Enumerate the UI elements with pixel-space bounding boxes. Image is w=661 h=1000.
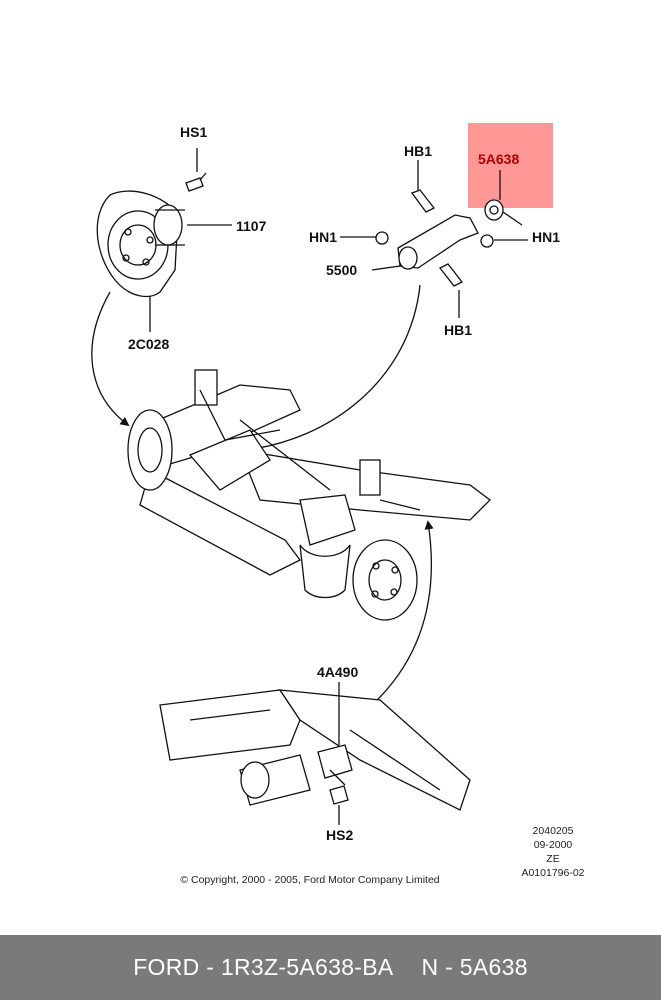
exploded-parts-diagram: HS1 1107 2C028 HB1 HN1 HN1 5500 HB1 5A63… [91, 123, 560, 843]
label-hb1-top: HB1 [404, 143, 432, 159]
label-hs2: HS2 [326, 827, 353, 843]
label-5500: 5500 [326, 262, 357, 278]
label-hn1-left: HN1 [309, 229, 337, 245]
arrow-bracket-to-axle [371, 520, 434, 706]
highlight-box-5a638 [468, 123, 553, 208]
label-4a490: 4A490 [317, 664, 358, 680]
label-5a638: 5A638 [478, 151, 519, 167]
label-hb1-bottom: HB1 [444, 322, 472, 338]
control-arm-assembly [340, 160, 528, 318]
footer-part-number: FORD - 1R3Z-5A638-BA [133, 954, 394, 980]
label-hs1: HS1 [180, 124, 207, 140]
label-2c028: 2C028 [128, 336, 169, 352]
arrow-arm-to-axle [243, 284, 421, 454]
reference-line-1: 2040205 [532, 825, 574, 837]
reference-line-2: 09-2000 [533, 839, 573, 851]
copyright-notice: © Copyright, 2000 - 2005, Ford Motor Com… [180, 874, 440, 886]
reference-line-4: A0101796-02 [521, 867, 585, 879]
brake-hub-assembly [96, 148, 232, 332]
rear-axle-assembly [127, 369, 491, 621]
part-number-footer: FORD - 1R3Z-5A638-BA N - 5A638 [0, 935, 661, 1000]
label-hn1-right: HN1 [532, 229, 560, 245]
label-1107: 1107 [236, 218, 267, 234]
reference-line-3: ZE [546, 853, 560, 865]
frame-bracket-assembly [159, 682, 471, 825]
footer-part-code: N - 5A638 [421, 954, 528, 980]
drawing-reference-block: 2040205 09-2000 ZE A0101796-02 [516, 824, 590, 880]
arrow-brake-to-axle [91, 291, 130, 427]
